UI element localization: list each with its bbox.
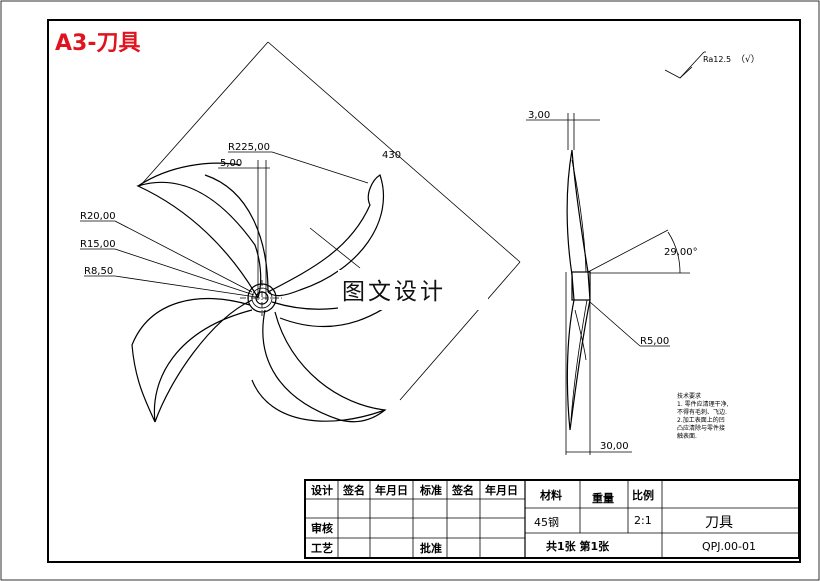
tb-scale-value: 2:1 <box>634 514 652 527</box>
dim-angle: 29,00° <box>587 229 698 274</box>
blade-upper-right <box>267 174 385 297</box>
dim-r225-value: R225,00 <box>228 142 270 153</box>
technical-notes: 技术要求 1. 零件应清理干净, 不得有毛刺、飞边. 2.加工表面上的凹 凸应清… <box>677 392 729 440</box>
title-block: 设计 签名 年月日 标准 签名 年月日 审核 工艺 批准 材料 重量 比例 45… <box>304 479 800 559</box>
tb-header-design: 设计 <box>311 483 333 497</box>
dim-r8-value: R8,50 <box>84 266 113 277</box>
dim-30-value: 30,00 <box>600 441 629 452</box>
tb-drawing-number: QPJ.00-01 <box>702 540 756 553</box>
side-view <box>565 149 591 455</box>
tb-material-label: 材料 <box>540 488 562 502</box>
tb-header-date: 年月日 <box>375 483 408 497</box>
hub-radius-leaders: R20,00 R15,00 R8,50 <box>80 211 257 298</box>
blade-upper-left <box>136 181 262 299</box>
roughness-extra: （√） <box>736 54 760 65</box>
dim-5: 5,00 <box>218 158 270 300</box>
tb-part-name: 刀具 <box>705 515 733 531</box>
tb-header-sign: 签名 <box>342 483 365 497</box>
dim-r225: R225,00 <box>228 142 369 184</box>
watermark: 图文设计 <box>342 279 446 305</box>
sheet-title: A3-刀具 <box>55 31 140 56</box>
tb-approve: 批准 <box>420 541 442 555</box>
tech-line: 1. 零件应清理干净, <box>677 400 729 408</box>
tb-process: 工艺 <box>311 541 333 555</box>
tb-header-sign-2: 签名 <box>451 483 474 497</box>
blade-lower-right-tip <box>251 379 386 422</box>
dim-3: 3,00 <box>526 110 600 150</box>
dim-r20-value: R20,00 <box>80 211 116 222</box>
blade-lower-left-edge <box>154 299 253 423</box>
tb-sheets: 共1张 第1张 <box>546 539 610 553</box>
roughness-symbol: Ra12.5 （√） <box>664 51 760 79</box>
side-profile <box>566 149 591 431</box>
tech-line: 凸应清除与零件接 <box>677 424 725 432</box>
dim-430-value: 430 <box>382 150 401 161</box>
tb-weight-label: 重量 <box>592 491 614 505</box>
roughness-value: Ra12.5 <box>703 55 731 64</box>
tb-scale-label: 比例 <box>632 488 654 502</box>
tech-line: 2.加工表面上的凹 <box>677 416 725 424</box>
dim-30: 30,00 <box>566 300 632 455</box>
blade-upper-left-tip <box>137 162 241 187</box>
blade-center-curve <box>204 174 269 293</box>
dim-r5: R5,00 <box>589 301 670 347</box>
tech-line: 不得有毛刺、飞边. <box>677 408 727 416</box>
tb-review: 审核 <box>311 521 333 535</box>
tech-line: 触表面. <box>677 432 697 440</box>
blade-lower-right <box>262 309 387 423</box>
tb-header-date-2: 年月日 <box>485 483 518 497</box>
dim-430: 430 <box>139 41 521 401</box>
tb-header-standard: 标准 <box>419 483 442 497</box>
dim-r15-value: R15,00 <box>80 239 116 250</box>
blade-lower-left <box>131 297 253 423</box>
watermark-bg <box>338 270 488 310</box>
dim-r5-value: R5,00 <box>640 336 669 347</box>
dim-5-value: 5,00 <box>220 158 242 169</box>
tb-material-value: 45钢 <box>534 516 559 529</box>
fan-blade-front-view <box>131 162 411 423</box>
side-hub <box>571 271 591 301</box>
tech-title: 技术要求 <box>677 392 701 400</box>
dim-3-value: 3,00 <box>528 110 550 121</box>
drawing-frame <box>47 19 801 563</box>
dim-angle-value: 29,00° <box>664 247 698 258</box>
